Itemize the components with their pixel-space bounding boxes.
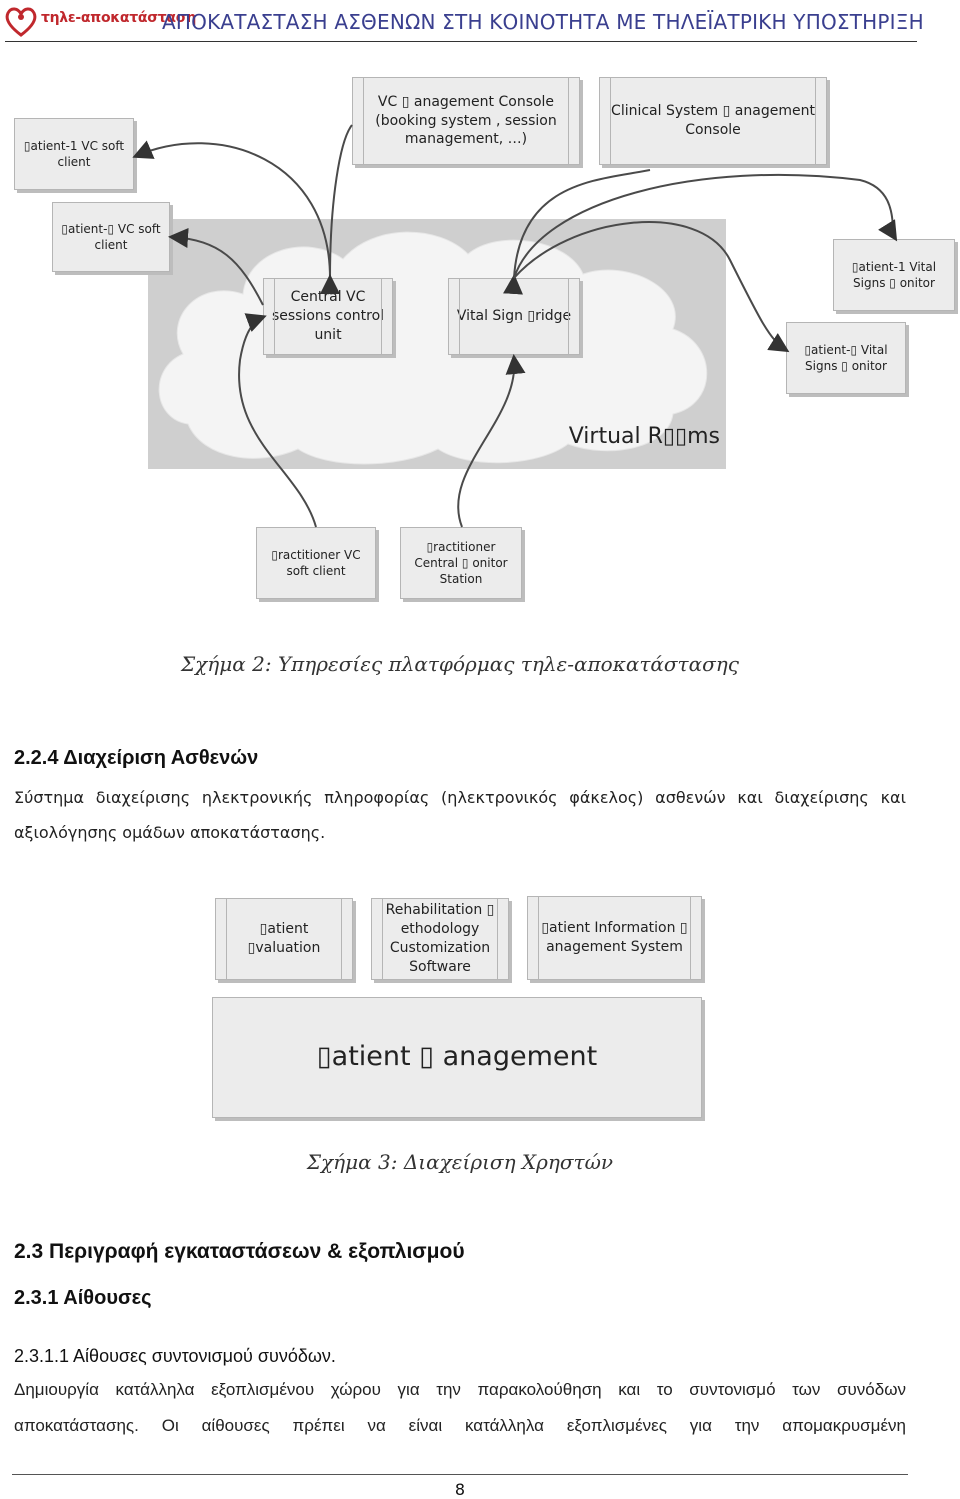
- patient-n-vital-monitor-box: ▯atient-▯ Vital Signs ▯ onitor: [786, 322, 906, 394]
- section-2-3-1-heading: 2.3.1 Αίθουσες: [14, 1287, 152, 1309]
- patient-n-vital-monitor-label: ▯atient-▯ Vital Signs ▯ onitor: [804, 342, 888, 373]
- practitioner-vc-client-label: ▯ractitioner VC soft client: [271, 547, 361, 578]
- vc-management-console-label: VC ▯ anagement Console (booking system ,…: [375, 93, 557, 148]
- practitioner-vc-client-box: ▯ractitioner VC soft client: [256, 527, 376, 599]
- connector-practitioner-vc: [238, 313, 317, 528]
- connector-patient1-vc: [132, 140, 331, 279]
- connector-patient-n-vc: [168, 228, 264, 306]
- practitioner-central-monitor-box: ▯ractitioner Central ▯ onitor Station: [400, 527, 522, 599]
- document-header-title: ΑΠΟΚΑΤΑΣΤΑΣΗ ΑΣΘΕΝΩΝ ΣΤΗ ΚΟΙΝΟΤΗΤΑ ΜΕ ΤΗ…: [162, 10, 924, 34]
- section-2-2-4-line2: αξιολόγησης ομάδων αποκατάστασης.: [14, 823, 326, 842]
- patient-management-box: ▯atient ▯ anagement: [212, 997, 702, 1118]
- clinical-system-console-box: Clinical System ▯ anagement Console: [599, 77, 827, 165]
- footer-divider: [12, 1474, 908, 1475]
- patient-evaluation-label: ▯atient ▯valuation: [247, 921, 321, 956]
- central-vc-control-label: Central VC sessions control unit: [271, 289, 385, 343]
- patient-management-label: ▯atient ▯ anagement: [316, 1041, 598, 1073]
- patient-n-vc-client-box: ▯atient-▯ VC soft client: [52, 202, 170, 272]
- section-2-3-heading: 2.3 Περιγραφή εγκαταστάσεων & εξοπλισμού: [14, 1240, 465, 1263]
- patient-evaluation-box: ▯atient ▯valuation: [215, 898, 353, 980]
- header-divider: [5, 41, 917, 42]
- section-2-3-1-1-line1: Δημιουργία κατάλληλα εξοπλισμένου χώρου …: [14, 1380, 906, 1399]
- section-2-2-4-line1: Σύστημα διαχείρισης ηλεκτρονικής πληροφο…: [14, 788, 906, 807]
- heart-logo-icon: [5, 7, 37, 37]
- vital-sign-bridge-label: Vital Sign ▯ridge: [456, 308, 572, 325]
- patient-info-system-box: ▯atient Information ▯ anagement System: [527, 896, 702, 980]
- logo: τηλε-αποκατάσταση: [3, 4, 196, 38]
- connector-vital-bridge: [503, 169, 651, 295]
- figure3-caption: Σχήμα 3: Διαχείριση Χρηστών: [306, 1150, 614, 1174]
- patient1-vc-client-label: ▯atient-1 VC soft client: [23, 138, 125, 169]
- patient1-vc-client-box: ▯atient-1 VC soft client: [14, 118, 134, 190]
- patient-info-system-label: ▯atient Information ▯ anagement System: [541, 920, 688, 955]
- section-2-2-4-heading: 2.2.4 Διαχείριση Ασθενών: [14, 747, 259, 769]
- connector-practitioner-central: [457, 354, 526, 528]
- connector-patient-n-vital: [513, 221, 790, 353]
- section-2-3-1-1-heading: 2.3.1.1 Αίθουσες συντονισμού συνόδων.: [14, 1346, 336, 1366]
- figure2-caption: Σχήμα 2: Υπηρεσίες πλατφόρμας τηλε-αποκα…: [181, 652, 739, 676]
- section-2-3-1-1-line2: αποκατάστασης. Οι αίθουσες πρέπει να είν…: [14, 1416, 906, 1435]
- page-number: 8: [454, 1480, 466, 1499]
- rehab-methodology-box: Rehabilitation ▯ ethodology Customizatio…: [371, 898, 509, 980]
- rehab-methodology-label: Rehabilitation ▯ ethodology Customizatio…: [385, 902, 495, 975]
- patient-n-vc-client-label: ▯atient-▯ VC soft client: [61, 221, 161, 252]
- virtual-rooms-label: Virtual R▯▯ms: [568, 424, 720, 449]
- logo-text: τηλε-αποκατάσταση: [41, 10, 197, 26]
- practitioner-central-monitor-label: ▯ractitioner Central ▯ onitor Station: [414, 539, 508, 587]
- vc-management-console-box: VC ▯ anagement Console (booking system ,…: [352, 77, 580, 165]
- connector-vc-management: [319, 124, 353, 295]
- clinical-system-console-label: Clinical System ▯ anagement Console: [611, 103, 815, 138]
- connector-patient1-vital: [513, 173, 898, 279]
- patient1-vital-monitor-box: ▯atient-1 Vital Signs ▯ onitor: [833, 239, 955, 311]
- patient1-vital-monitor-label: ▯atient-1 Vital Signs ▯ onitor: [851, 259, 937, 290]
